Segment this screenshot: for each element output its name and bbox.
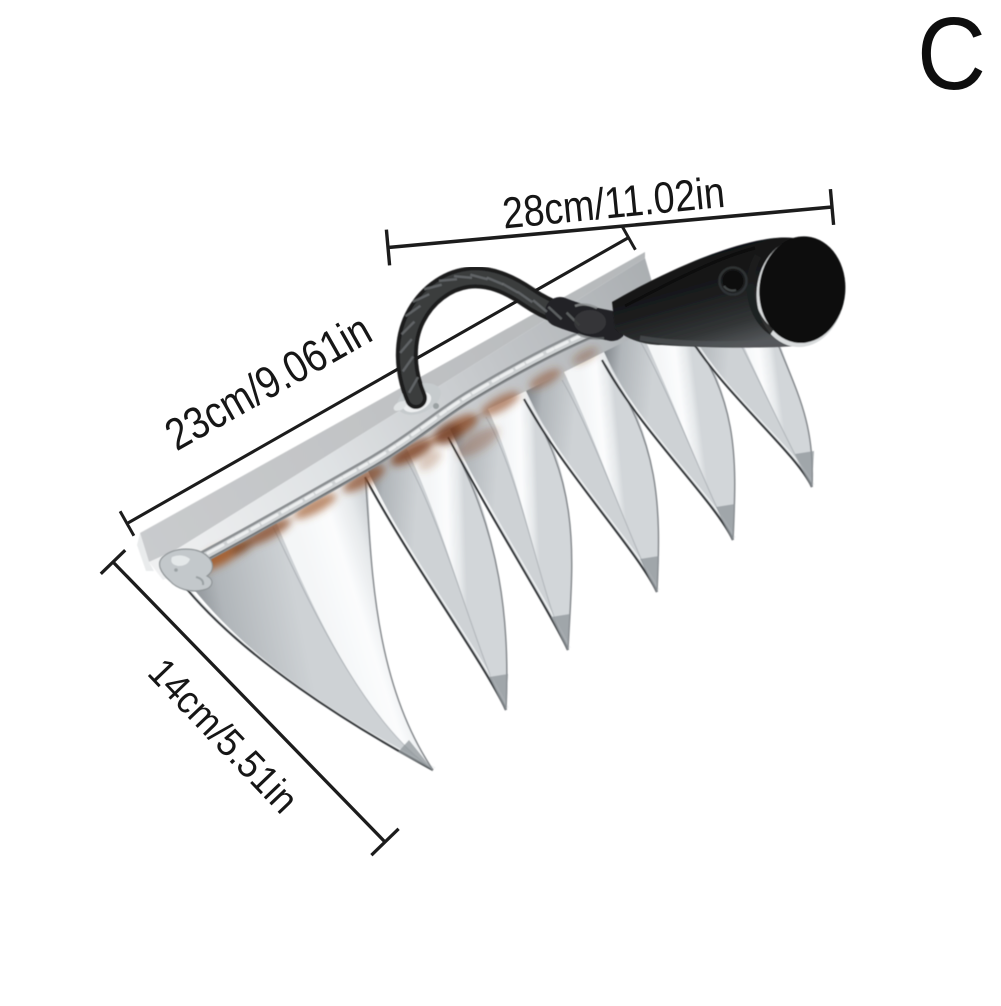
svg-text:C: C [917,0,986,111]
